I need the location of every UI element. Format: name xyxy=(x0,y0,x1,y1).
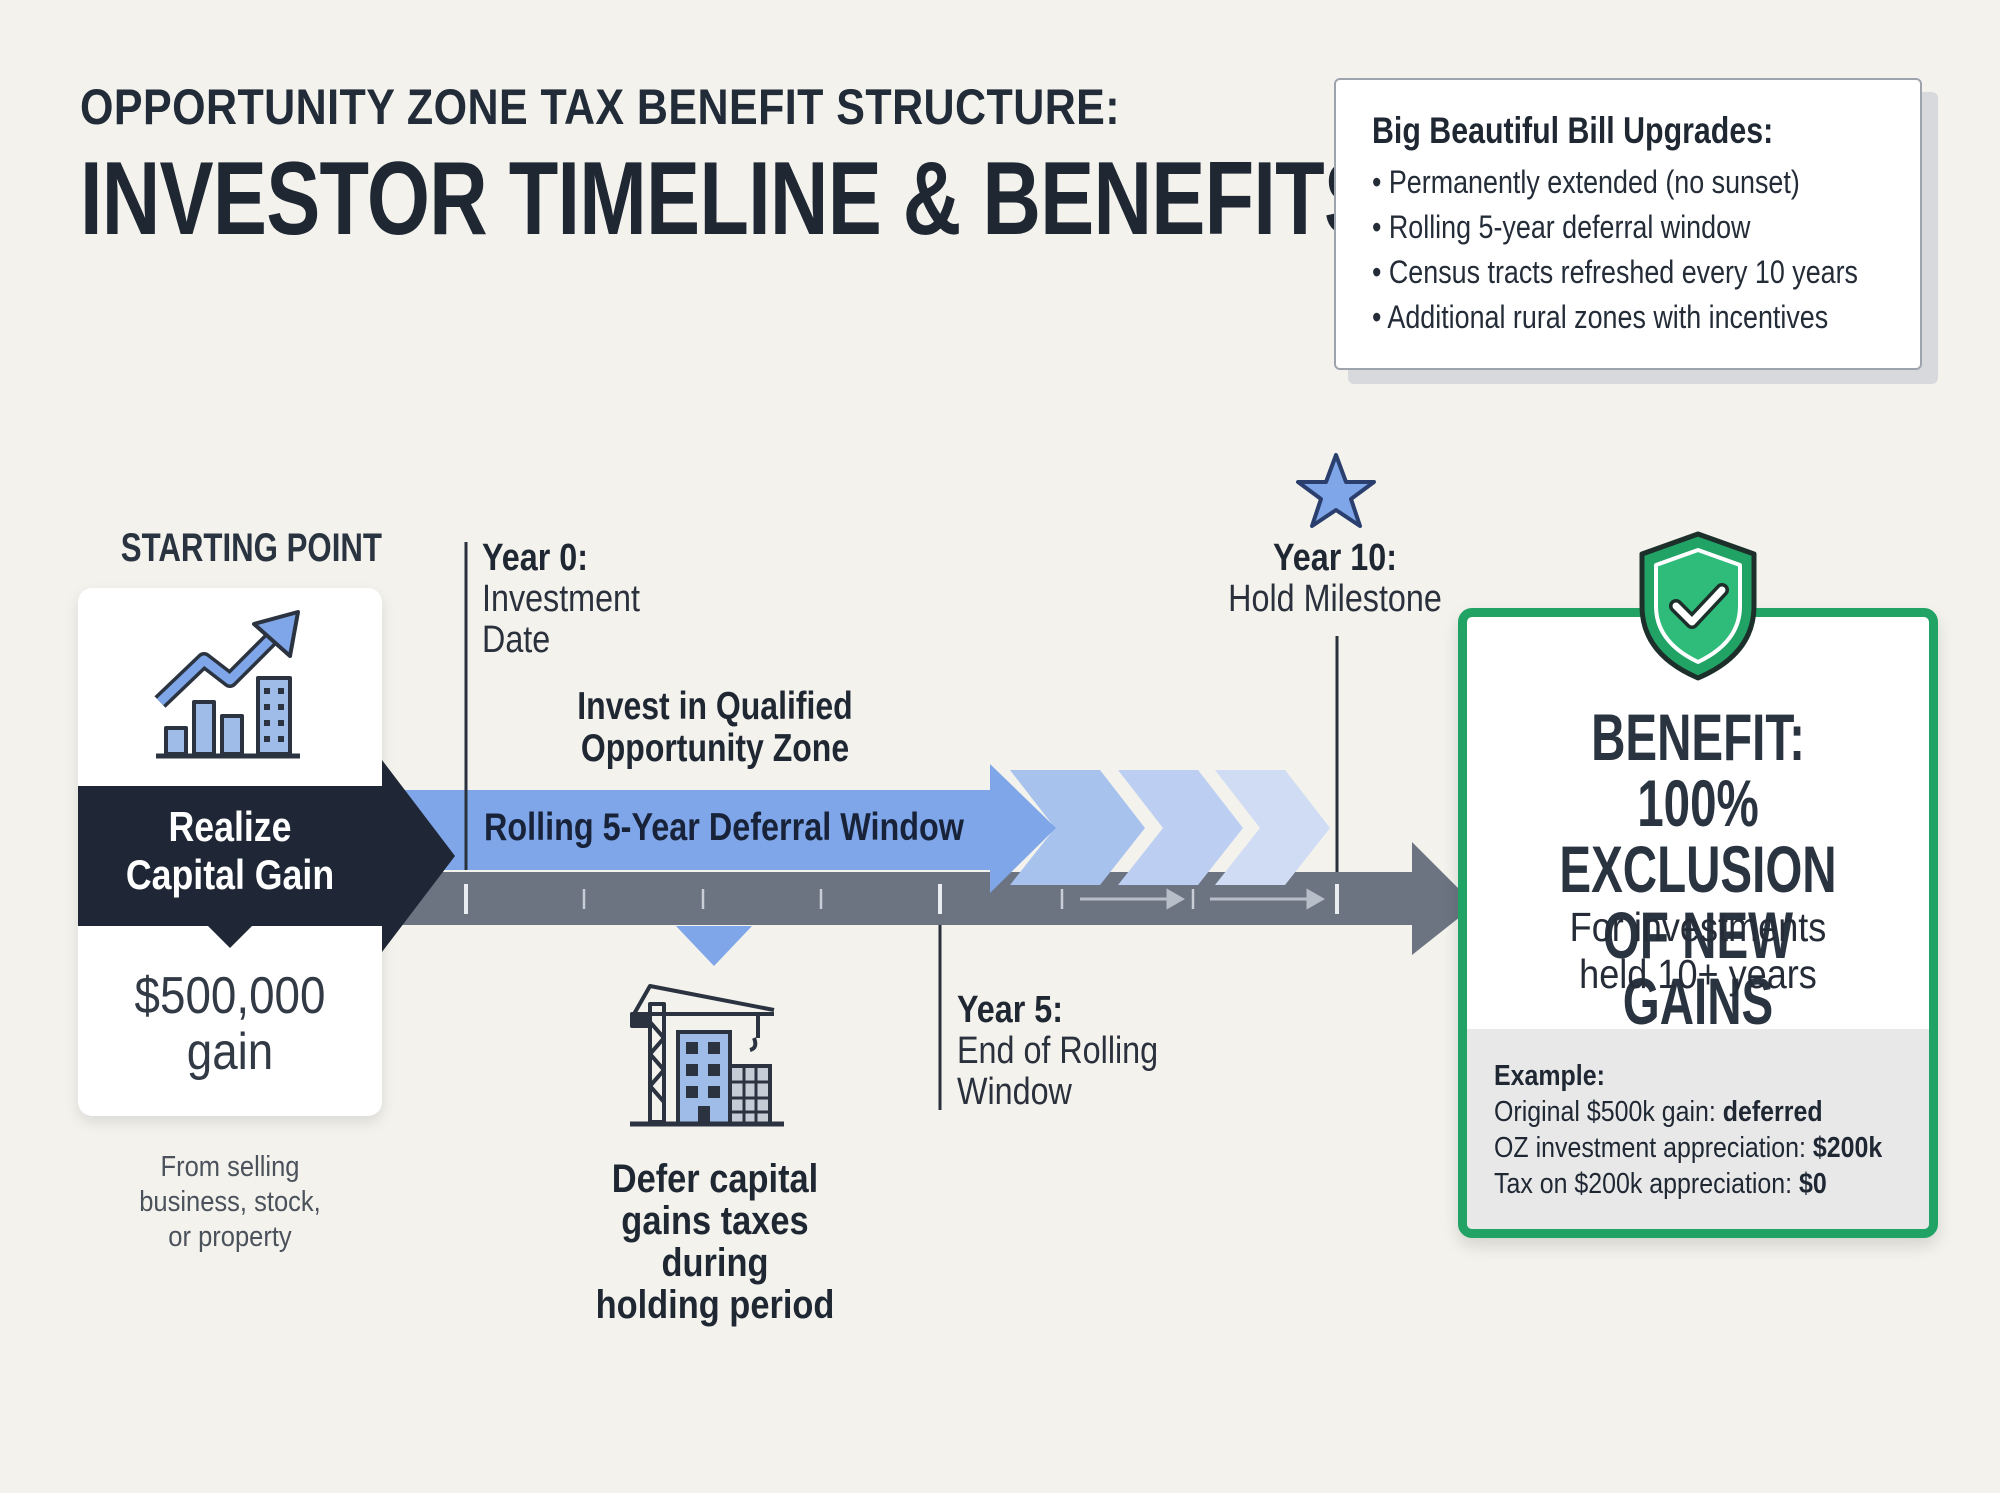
example-line: OZ investment appreciation: $200k xyxy=(1494,1130,1882,1166)
invest-qoz-text: Invest in Qualified Opportunity Zone xyxy=(539,686,892,770)
gain-amount-value: $500,000 xyxy=(134,967,326,1025)
example-line: Original $500k gain: deferred xyxy=(1494,1094,1882,1130)
deferral-blue-arrow xyxy=(380,764,1056,893)
year5-desc-line2: Window xyxy=(957,1071,1072,1113)
upgrade-item: • Census tracts refreshed every 10 years xyxy=(1372,254,1858,290)
upgrade-item-text: Rolling 5-year deferral window xyxy=(1388,209,1751,245)
gain-source-line2: business, stock, xyxy=(139,1186,321,1218)
benefit-title-line2: 100% EXCLUSION xyxy=(1559,766,1837,906)
year0-desc-line2: Date xyxy=(482,619,551,661)
timeline-minor-ticks xyxy=(582,889,1195,909)
example-line1-value: deferred xyxy=(1722,1096,1823,1128)
benefit-title-line3: OF NEW GAINS xyxy=(1602,898,1794,1038)
star-icon xyxy=(1296,453,1376,528)
heading-title: INVESTOR TIMELINE & BENEFITS xyxy=(80,141,1378,257)
starting-point-label: STARTING POINT xyxy=(120,526,382,570)
upgrade-item-text: Additional rural zones with incentives xyxy=(1387,299,1829,335)
timeline-progress-arrows xyxy=(1080,888,1326,910)
example-line2-value: $200k xyxy=(1812,1132,1883,1164)
benefit-subtitle: For investments held 10+ years xyxy=(1487,904,1909,998)
example-line: Tax on $200k appreciation: $0 xyxy=(1494,1166,1882,1202)
rolling-window-label: Rolling 5-Year Deferral Window xyxy=(484,806,964,849)
benefit-sub-line1: For investments xyxy=(1569,904,1827,950)
upgrade-item: • Permanently extended (no sunset) xyxy=(1372,164,1800,200)
year5-desc-line1: End of Rolling xyxy=(957,1030,1159,1072)
upgrades-box: Big Beautiful Bill Upgrades: • Permanent… xyxy=(1334,78,1922,370)
invest-line2: Opportunity Zone xyxy=(580,727,850,770)
deferral-chevron xyxy=(1215,770,1330,885)
realize-line2: Capital Gain xyxy=(125,851,335,898)
shield-check-icon xyxy=(1639,531,1757,681)
defer-line3: holding period xyxy=(595,1283,835,1327)
example-panel xyxy=(1467,1029,1929,1229)
gain-amount: $500,000 gain xyxy=(96,968,364,1080)
defer-taxes-text: Defer capital gains taxes during holding… xyxy=(565,1158,866,1326)
year10-milestone: Year 10: Hold Milestone xyxy=(1178,538,1493,620)
example-line3-value: $0 xyxy=(1799,1168,1827,1200)
upgrade-item: • Rolling 5-year deferral window xyxy=(1372,209,1751,245)
benefit-sub-line2: held 10+ years xyxy=(1579,951,1817,997)
defer-line1: Defer capital xyxy=(611,1157,819,1201)
timeline-ticks xyxy=(464,884,1339,914)
gain-source-line1: From selling xyxy=(160,1151,300,1183)
upgrades-title: Big Beautiful Bill Upgrades: xyxy=(1372,110,1774,151)
benefit-title-line1: BENEFIT: xyxy=(1591,700,1805,774)
timeline-gray-arrow xyxy=(380,842,1475,955)
year5-milestone: Year 5: End of Rolling Window xyxy=(957,990,1158,1113)
year5-label: Year 5: xyxy=(957,989,1063,1031)
deferral-chevron xyxy=(1010,770,1145,885)
year0-label: Year 0: xyxy=(482,537,588,579)
example-block: Example: Original $500k gain: deferred O… xyxy=(1494,1058,1882,1202)
gain-amount-unit: gain xyxy=(186,1023,274,1081)
deferral-chevron xyxy=(1118,770,1243,885)
benefit-title: BENEFIT: 100% EXCLUSION OF NEW GAINS xyxy=(1525,704,1871,1034)
upgrade-item: • Additional rural zones with incentives xyxy=(1372,299,1829,335)
year10-label: Year 10: xyxy=(1273,537,1397,579)
invest-line1: Invest in Qualified xyxy=(577,685,853,728)
example-line2-text: OZ investment appreciation: xyxy=(1494,1132,1813,1164)
defer-line2: gains taxes during xyxy=(621,1199,809,1285)
example-line1-text: Original $500k gain: xyxy=(1494,1096,1723,1128)
example-line3-text: Tax on $200k appreciation: xyxy=(1494,1168,1800,1200)
realize-line1: Realize xyxy=(168,803,292,850)
benefit-card xyxy=(1458,608,1938,1238)
gain-source-note: From selling business, stock, or propert… xyxy=(116,1150,345,1255)
example-label: Example: xyxy=(1494,1060,1605,1092)
year10-desc: Hold Milestone xyxy=(1228,578,1442,620)
gain-source-line3: or property xyxy=(168,1221,292,1253)
realize-banner xyxy=(78,786,382,926)
upgrade-item-text: Permanently extended (no sunset) xyxy=(1388,164,1800,200)
year0-milestone: Year 0: Investment Date xyxy=(482,538,640,661)
deferral-pointer xyxy=(676,926,752,966)
realize-capital-gain-text: Realize Capital Gain xyxy=(101,803,359,899)
heading-subtitle: OPPORTUNITY ZONE TAX BENEFIT STRUCTURE: xyxy=(80,79,1121,135)
year0-desc-line1: Investment xyxy=(482,578,640,620)
construction-crane-icon xyxy=(630,984,784,1127)
upgrade-item-text: Census tracts refreshed every 10 years xyxy=(1388,254,1858,290)
growth-chart-icon xyxy=(154,610,300,759)
